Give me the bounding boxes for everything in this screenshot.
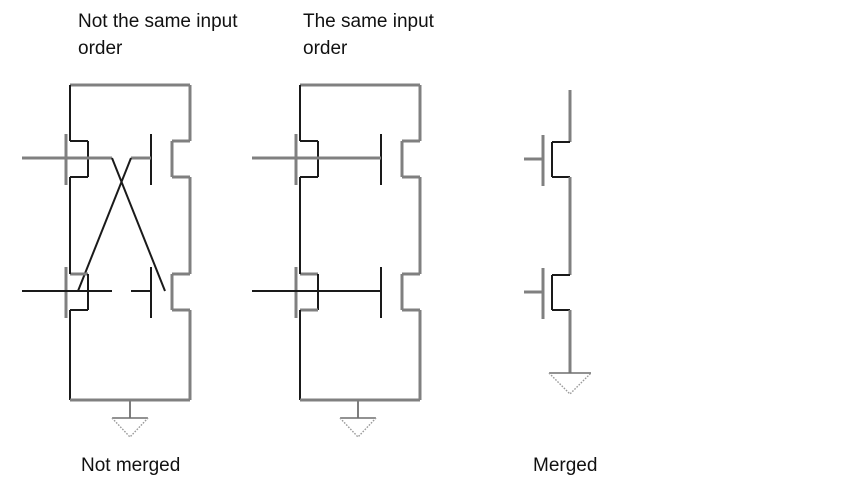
middle-ground-triangle (339, 417, 377, 439)
left-ground-triangle (111, 417, 149, 439)
left-lower-right-transistor (131, 267, 190, 318)
cross-wire-down-left (77, 157, 132, 292)
middle-caption-line1: The same input (303, 11, 435, 32)
left-crossed-gate-wires (77, 157, 166, 292)
left-caption-line1: Not the same input (78, 11, 238, 32)
left-bottom-caption: Not merged (81, 455, 180, 476)
left-top-rail (69, 83, 192, 141)
middle-top-rail (299, 83, 422, 141)
caption-group-left-top: Not the same input order (78, 11, 238, 59)
left-bottom-rail (69, 310, 192, 402)
left-upper-left-transistor (22, 134, 112, 185)
middle-ground-symbol (339, 400, 377, 439)
left-lower-left-transistor (22, 267, 112, 318)
left-caption-line2: order (78, 38, 123, 59)
middle-lower-left-transistor (294, 267, 319, 318)
merged-ground-symbol (548, 372, 592, 395)
merged-ground-triangle (548, 372, 592, 395)
middle-caption-line2: order (303, 38, 348, 59)
middle-circuit (252, 83, 422, 439)
middle-upper-right-transistor (380, 134, 420, 185)
left-circuit (22, 83, 192, 439)
merged-bottom-transistor (524, 268, 570, 319)
right-circuit (524, 90, 592, 395)
cross-wire-down-right (111, 157, 166, 292)
right-bottom-caption: Merged (533, 455, 597, 476)
left-ground-symbol (111, 400, 149, 439)
left-upper-right-transistor (131, 134, 190, 185)
middle-bottom-rail (299, 310, 422, 402)
middle-lower-right-transistor (380, 267, 420, 318)
caption-group-middle-top: The same input order (303, 11, 435, 59)
merged-top-transistor (524, 135, 570, 186)
